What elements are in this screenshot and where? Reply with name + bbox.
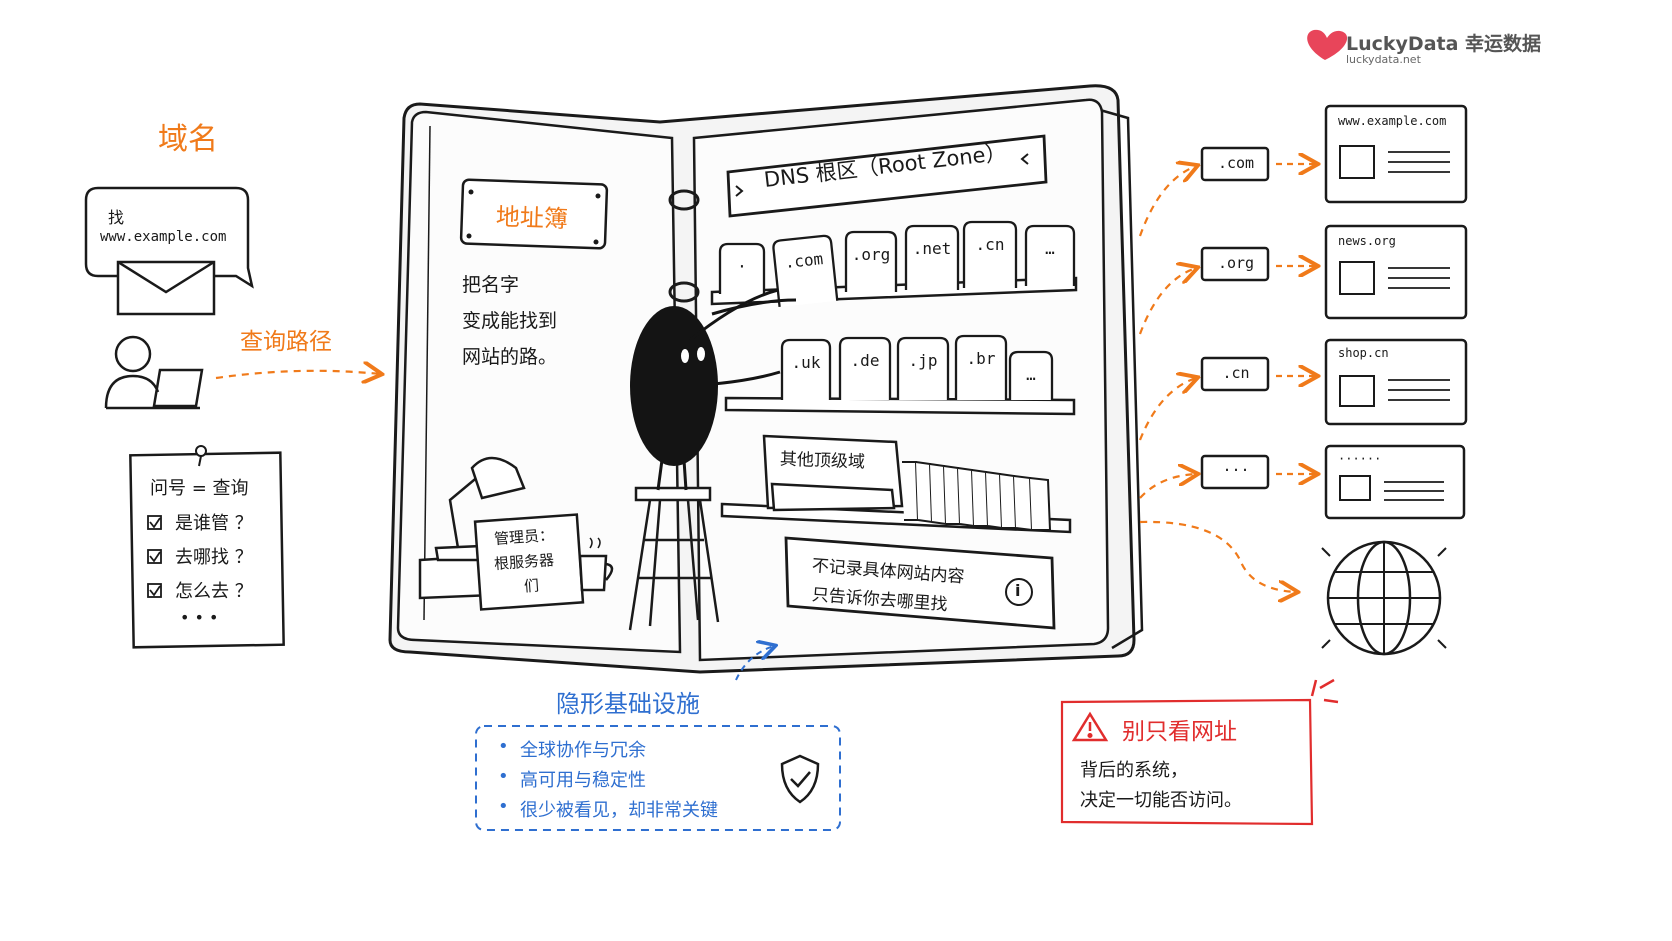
tld-card-s2-0: .uk — [780, 338, 832, 400]
tld-box-label-1: .com — [1217, 154, 1255, 172]
address-book-tag-plate — [459, 178, 609, 250]
tld-card-label: .net — [913, 239, 952, 258]
step-stool — [628, 486, 720, 631]
tld-card-s1-5: … — [1024, 224, 1076, 286]
tld-card-s2-4: … — [1008, 350, 1054, 400]
info-plate — [784, 536, 1056, 630]
shield-check-icon — [780, 754, 820, 804]
info-icon-glyph: i — [1015, 581, 1021, 600]
note-header: 问号 = 查询 — [150, 478, 249, 499]
tld-box-label-2: .org — [1217, 254, 1255, 272]
shelf1-cards: · .com .org .net .cn … — [718, 220, 1076, 307]
note-item-2: 去哪找 ？ — [175, 547, 253, 568]
root-zone-header-plate — [726, 134, 1048, 218]
address-book-title: 地址簿 — [495, 202, 569, 234]
tld-card-s2-3: .br — [954, 334, 1008, 400]
tld-card-label: .uk — [792, 353, 821, 372]
tld-card-s1-3: .net — [904, 224, 960, 290]
tld-box-label-3: .cn — [1222, 364, 1250, 382]
dns-illustration: · .com .org .net .cn … .uk .de .jp .br … — [84, 29, 1542, 831]
site-card-3 — [1324, 338, 1468, 426]
warning-line1: 背后的系统， — [1080, 760, 1188, 781]
infra-item-2: 高可用与稳定性 — [520, 770, 646, 791]
book-to-tld-arrows — [1138, 166, 1296, 592]
tld-to-site-arrows — [1276, 164, 1316, 474]
tld-card-s1-1: .com — [772, 234, 839, 307]
tld-card-label: … — [1026, 365, 1036, 384]
note-item-1: 是谁管 ？ — [175, 513, 253, 534]
brand-name: LuckyData 幸运数据 — [1346, 33, 1542, 55]
left-page-line3: 网站的路。 — [462, 346, 558, 368]
tld-card-s1-4: .cn — [962, 220, 1018, 288]
site-label-4: ······ — [1338, 452, 1382, 466]
note-item-3: 怎么去 ？ — [175, 581, 253, 602]
tld-card-s1-0: · — [718, 242, 766, 294]
warning-box — [1060, 678, 1339, 826]
sticky-note — [129, 445, 285, 649]
note-more: • • • — [180, 608, 219, 627]
tld-card-label: .jp — [909, 351, 938, 370]
site-label-2: news.org — [1338, 234, 1396, 248]
tld-card-s1-2: .org — [844, 230, 898, 292]
tld-card-label: … — [1045, 239, 1055, 258]
left-page-line2: 变成能找到 — [462, 310, 558, 332]
tld-card-s2-1: .de — [838, 336, 892, 400]
brand-heart-icon — [1307, 29, 1348, 60]
diagram-canvas: · .com .org .net .cn … .uk .de .jp .br … — [84, 29, 1468, 831]
envelope-icon — [116, 260, 216, 316]
infra-bullet-2: • — [498, 766, 509, 787]
tld-card-label: .de — [851, 351, 880, 370]
site-label-1: www.example.com — [1338, 114, 1447, 128]
site-card-4 — [1324, 444, 1466, 520]
infra-item-1: 全球协作与冗余 — [520, 740, 646, 761]
warning-icon — [1071, 711, 1109, 742]
site-card-1 — [1324, 104, 1468, 204]
site-card-2 — [1324, 224, 1468, 320]
bubble-line1: 找 — [108, 208, 125, 227]
site-label-3: shop.cn — [1338, 346, 1389, 360]
globe-icon — [1321, 540, 1447, 656]
shelf2-cards: .uk .de .jp .br … — [780, 334, 1054, 400]
brand-url: luckydata.net — [1346, 53, 1421, 66]
person-at-laptop-icon — [104, 335, 204, 410]
coffee-cup-icon — [578, 537, 614, 592]
bubble-line2: www.example.com — [100, 229, 227, 245]
tld-card-label: .com — [784, 249, 824, 272]
query-arrow — [215, 371, 380, 378]
admin-sign-line3: 们 — [523, 576, 540, 596]
other-tld-label: 其他顶级域 — [779, 449, 866, 473]
site-cards — [1324, 104, 1468, 520]
admin-sign-line2: 根服务器 — [493, 550, 555, 574]
tld-card-label: .cn — [976, 235, 1005, 254]
admin-sign-line1: 管理员： — [493, 525, 555, 549]
warning-title: 别只看网址 — [1122, 719, 1237, 745]
infra-item-3: 很少被看见，却非常关键 — [520, 800, 718, 821]
info-icon — [1005, 578, 1033, 606]
tld-boxes — [1200, 146, 1270, 490]
domain-title: 域名 — [158, 122, 218, 157]
infra-bullet-3: • — [498, 796, 509, 817]
infra-box — [475, 725, 841, 831]
tld-card-label: .br — [967, 349, 996, 368]
left-page-line1: 把名字 — [462, 274, 520, 296]
warning-line2: 决定一切能否访问。 — [1080, 790, 1242, 811]
tld-box-label-4: ··· — [1222, 461, 1250, 479]
infra-title: 隐形基础设施 — [556, 690, 700, 718]
tld-card-label: .org — [852, 245, 891, 264]
infra-bullet-1: • — [498, 736, 509, 757]
tld-card-label: · — [737, 257, 747, 276]
blob-character — [630, 288, 797, 491]
other-tld-folder — [762, 434, 1052, 532]
tld-card-s2-2: .jp — [896, 336, 950, 400]
infra-arrow — [735, 646, 774, 681]
query-path-label: 查询路径 — [240, 329, 332, 355]
